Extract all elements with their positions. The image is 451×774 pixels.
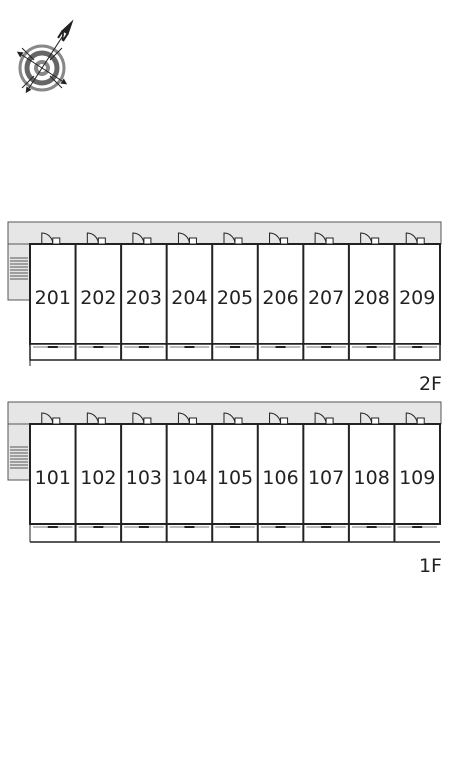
unit-203: 203 (120, 232, 164, 360)
unit-number-label: 201 (35, 287, 71, 309)
unit-104: 104 (165, 412, 210, 542)
unit-number-label: 209 (399, 287, 435, 309)
unit-number-label: 102 (80, 467, 116, 489)
unit-103: 103 (120, 412, 164, 542)
unit-109: 109 (393, 412, 437, 542)
unit-202: 202 (74, 232, 119, 360)
door-icon (86, 232, 106, 245)
unit-204: 204 (165, 232, 210, 360)
door-icon (177, 412, 197, 425)
floor-1f: 101 102 103 104 105 106 107 108 109 1F (7, 401, 442, 577)
staircase-icon (10, 257, 28, 280)
unit-101: 101 (33, 412, 73, 528)
unit-205: 205 (211, 232, 255, 360)
unit-207: 207 (302, 232, 346, 360)
unit-number-label: 202 (80, 287, 116, 309)
unit-201: 201 (33, 232, 73, 348)
unit-106: 106 (256, 412, 301, 542)
unit-206: 206 (256, 232, 301, 360)
unit-105: 105 (211, 412, 255, 542)
door-icon (269, 412, 289, 425)
unit-number-label: 101 (35, 467, 71, 489)
unit-102: 102 (74, 412, 119, 542)
unit-number-label: 204 (171, 287, 207, 309)
door-icon (269, 232, 289, 245)
unit-number-label: 205 (217, 287, 253, 309)
door-icon (41, 232, 61, 245)
unit-number-label: 104 (171, 467, 207, 489)
unit-number-label: 203 (126, 287, 162, 309)
door-icon (314, 232, 334, 245)
unit-number-label: 206 (262, 287, 298, 309)
door-icon (405, 232, 425, 245)
unit-number-label: 107 (308, 467, 344, 489)
unit-108: 108 (347, 412, 392, 542)
unit-number-label: 106 (262, 467, 298, 489)
door-icon (132, 232, 152, 245)
staircase-icon (10, 446, 28, 469)
floor-2f: 201 202 203 204 205 206 207 208 209 2F (7, 221, 442, 395)
unit-107: 107 (302, 412, 346, 542)
unit-number-label: 103 (126, 467, 162, 489)
door-icon (177, 232, 197, 245)
floor-label-2f: 2F (419, 373, 442, 395)
unit-number-label: 207 (308, 287, 344, 309)
unit-number-label: 105 (217, 467, 253, 489)
door-icon (360, 412, 380, 425)
door-icon (360, 232, 380, 245)
door-icon (41, 412, 61, 425)
unit-209: 209 (393, 232, 437, 360)
unit-number-label: 108 (354, 467, 390, 489)
door-icon (132, 412, 152, 425)
door-icon (86, 412, 106, 425)
door-icon (314, 412, 334, 425)
door-icon (223, 232, 243, 245)
door-icon (223, 412, 243, 425)
door-icon (405, 412, 425, 425)
unit-number-label: 208 (354, 287, 390, 309)
compass-rose-icon: N (16, 19, 74, 94)
floor-label-1f: 1F (419, 555, 442, 577)
unit-208: 208 (347, 232, 392, 360)
unit-number-label: 109 (399, 467, 435, 489)
